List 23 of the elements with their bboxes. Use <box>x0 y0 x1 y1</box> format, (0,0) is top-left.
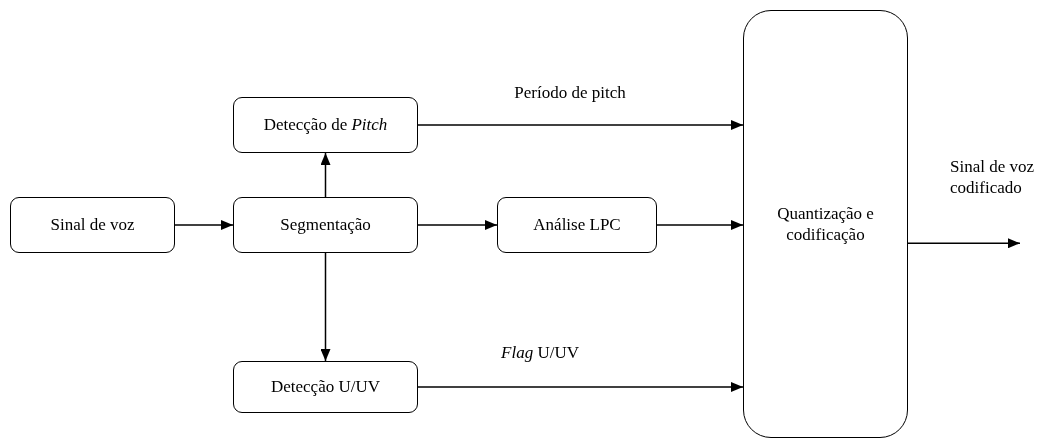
arrow <box>320 152 331 198</box>
edge-label: Período de pitch <box>514 82 626 104</box>
box-label: Sinal de voz <box>50 214 135 236</box>
process-box <box>233 197 418 253</box>
edge-label: Flag U/UV <box>501 342 579 364</box>
arrow <box>174 220 234 230</box>
edge-label: Sinal de voz codificado <box>950 156 1036 199</box>
box-label: Análise LPC <box>533 214 621 236</box>
box-label: Segmentação <box>280 214 371 236</box>
arrow <box>320 252 331 362</box>
box-label: Detecção de Pitch <box>263 114 388 136</box>
process-box <box>233 361 418 413</box>
process-box <box>497 197 657 253</box>
arrow <box>417 220 498 230</box>
arrow <box>417 382 744 392</box>
process-box <box>743 10 908 438</box>
arrow <box>417 120 744 130</box>
process-box <box>10 197 175 253</box>
arrow <box>907 238 1021 249</box>
box-label: Quantização e codificação <box>776 202 875 246</box>
arrow <box>656 220 744 230</box>
process-box <box>233 97 418 153</box>
box-label: Detecção U/UV <box>271 376 380 398</box>
